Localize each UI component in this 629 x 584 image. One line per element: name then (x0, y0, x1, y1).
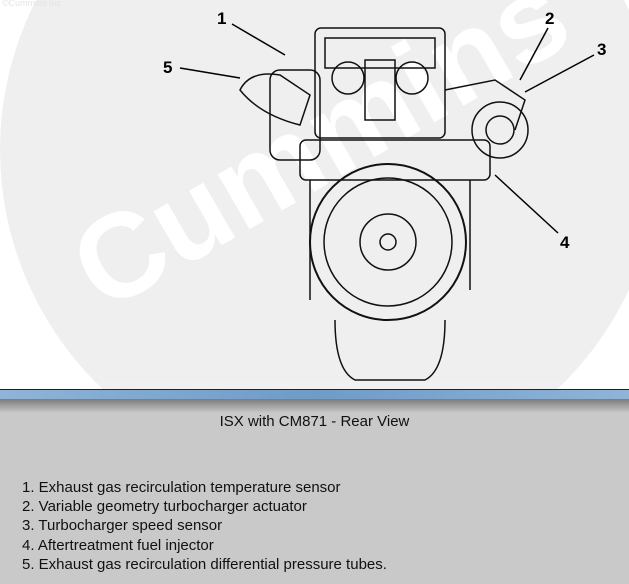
engine-illustration: Cummins 1 2 (0, 0, 629, 390)
legend-list: 1. Exhaust gas recirculation temperature… (22, 478, 387, 574)
copyright-text: ©Cummins Inc (2, 0, 62, 8)
callout-5: 5 (163, 58, 172, 77)
separator-bar (0, 389, 629, 400)
legend-item: 3. Turbocharger speed sensor (22, 517, 223, 535)
legend-item: 5. Exhaust gas recirculation differentia… (22, 555, 387, 573)
legend-item: 2. Variable geometry turbocharger actuat… (22, 498, 307, 516)
watermark: Cummins (0, 0, 629, 390)
figure-caption: ISX with CM871 - Rear View (219, 413, 410, 430)
separator-shadow (0, 399, 629, 413)
callout-1: 1 (217, 9, 226, 28)
callout-3: 3 (597, 40, 606, 59)
engine-diagram: ©Cummins Inc Cummins (0, 0, 629, 390)
legend-item: 1. Exhaust gas recirculation temperature… (22, 479, 341, 496)
callout-4: 4 (560, 233, 570, 252)
callout-2: 2 (545, 9, 554, 28)
legend-item: 4. Aftertreatment fuel injector (22, 536, 214, 554)
